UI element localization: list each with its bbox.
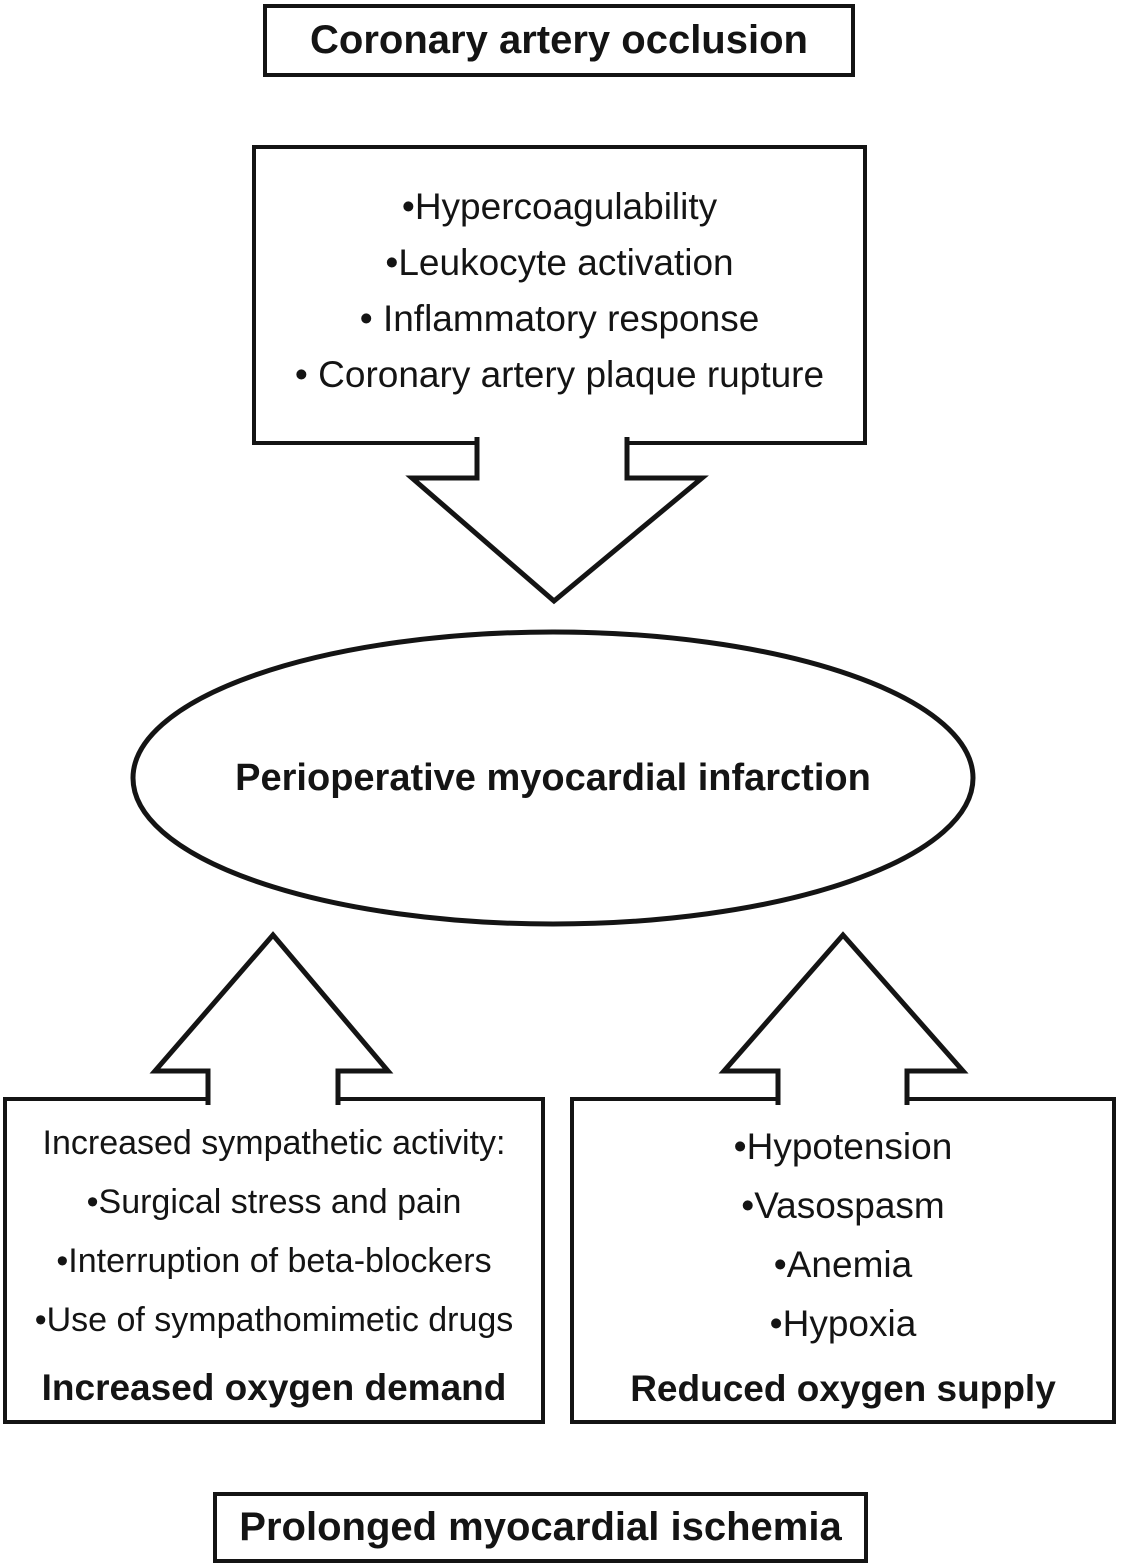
down-block-arrow-icon	[405, 437, 709, 605]
perioperative-mi-label: Perioperative myocardial infarction	[235, 757, 871, 799]
left-up-block-arrow-icon	[149, 931, 394, 1105]
coronary-artery-occlusion-label: Coronary artery occlusion	[310, 18, 808, 62]
reduced-oxygen-supply-box: •Hypotension •Vasospasm •Anemia •Hypoxia…	[570, 1097, 1116, 1424]
prolonged-myocardial-ischemia-box: Prolonged myocardial ischemia	[213, 1492, 868, 1563]
occlusion-causes-box: •Hypercoagulability •Leukocyte activatio…	[252, 145, 867, 445]
coronary-artery-occlusion-box: Coronary artery occlusion	[263, 4, 855, 77]
cause-item-inflammatory-response: • Inflammatory response	[359, 298, 760, 339]
supply-item-anemia: •Anemia	[773, 1244, 913, 1285]
sympathetic-activity-header: Increased sympathetic activity:	[42, 1124, 506, 1162]
increased-oxygen-demand-box: Increased sympathetic activity: •Surgica…	[3, 1097, 545, 1424]
demand-item-surgical-stress: •Surgical stress and pain	[86, 1183, 462, 1221]
cause-item-leukocyte-activation: •Leukocyte activation	[385, 242, 734, 283]
prolonged-myocardial-ischemia-label: Prolonged myocardial ischemia	[239, 1505, 842, 1549]
supply-item-hypoxia: •Hypoxia	[769, 1303, 917, 1344]
supply-item-hypotension: •Hypotension	[733, 1126, 953, 1167]
cause-item-plaque-rupture: • Coronary artery plaque rupture	[294, 354, 825, 395]
cause-item-hypercoagulability: •Hypercoagulability	[401, 186, 718, 227]
right-up-block-arrow-icon	[718, 931, 969, 1105]
demand-item-beta-blockers: •Interruption of beta-blockers	[56, 1242, 492, 1280]
demand-item-sympathomimetic-drugs: •Use of sympathomimetic drugs	[34, 1301, 514, 1339]
increased-oxygen-demand-label: Increased oxygen demand	[41, 1367, 507, 1408]
reduced-oxygen-supply-label: Reduced oxygen supply	[630, 1368, 1056, 1409]
supply-item-vasospasm: •Vasospasm	[741, 1185, 945, 1226]
